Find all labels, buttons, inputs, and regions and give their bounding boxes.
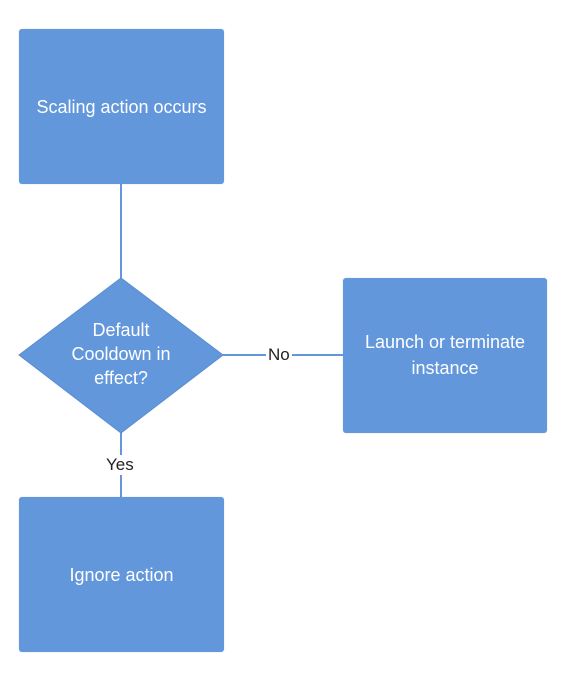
node-launch-label-line-1: Launch or terminate <box>364 332 526 352</box>
decision-label-line-1: Default <box>92 320 150 340</box>
node-launch-or-terminate: Launch or terminate instance <box>343 278 547 433</box>
node-ignore-action-label: Ignore action <box>69 564 174 585</box>
node-ignore-action: Ignore action <box>19 497 224 652</box>
node-scaling-action: Scaling action occurs <box>19 29 224 184</box>
node-launch-label-line-2: instance <box>411 358 479 378</box>
decision-label-line-2: Cooldown in <box>71 344 171 364</box>
decision-label-line-3: effect? <box>94 368 148 388</box>
decision-label: Default Cooldown in effect? <box>41 318 201 390</box>
node-scaling-action-label: Scaling action occurs <box>36 96 207 117</box>
decision-diamond <box>18 277 224 434</box>
edge-label-no: No <box>266 345 292 365</box>
edge-label-yes: Yes <box>104 455 136 475</box>
